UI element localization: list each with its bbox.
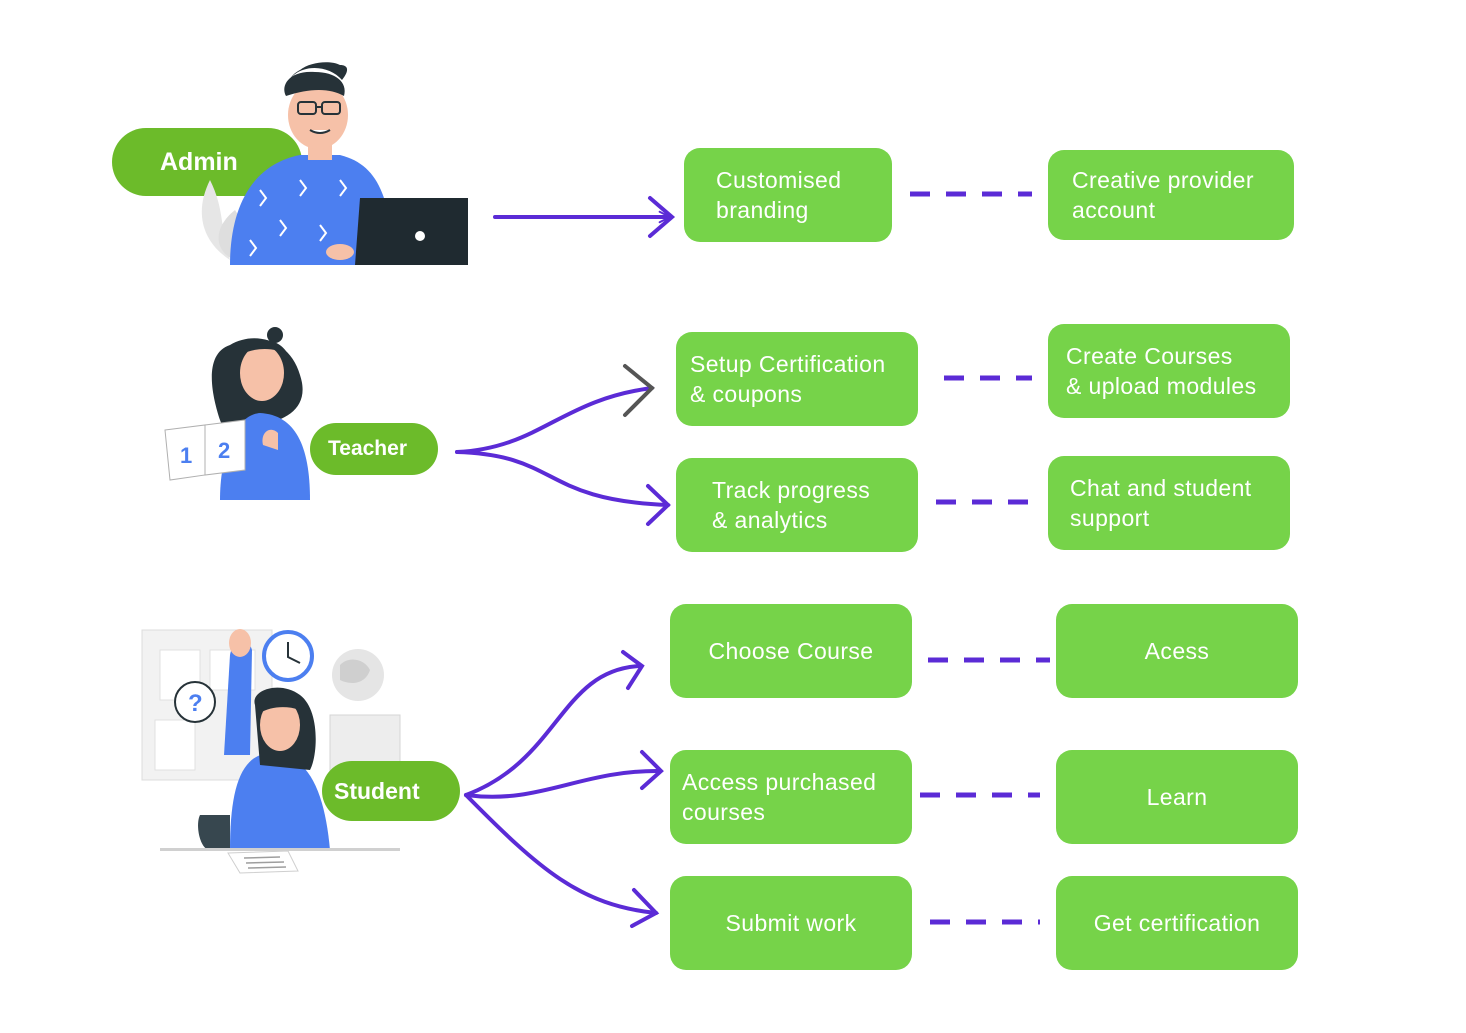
admin-role-label: Admin: [160, 147, 238, 176]
teacher-step-2-action-label: Track progress & analytics: [712, 477, 871, 533]
student-step-1-action-box: Choose Course: [670, 604, 912, 698]
question-mark-text: ?: [188, 690, 203, 717]
admin-step-action-label: Customised branding: [716, 167, 842, 223]
arrow-head-teacher-certification: [623, 364, 655, 417]
arrow-head-student-submit: [630, 888, 660, 928]
question-mark-icon: [174, 681, 216, 723]
arrow-head-student-choose: [621, 650, 645, 690]
arrow-head-student-access: [640, 750, 664, 790]
admin-step-result-label: Creative provider account: [1072, 167, 1254, 223]
arrow-head-teacher-progress: [646, 484, 671, 526]
teacher-with-book-icon: 1 2: [164, 327, 310, 500]
arrow-student-to-choose-course: [464, 664, 642, 797]
arrow-head-admin: [648, 196, 676, 238]
arrow-teacher-to-progress: [455, 450, 670, 507]
student-step-3-result-label: Get certification: [1093, 910, 1261, 936]
student-raising-hand-icon: ?: [141, 629, 401, 874]
book-number-1: 1: [180, 443, 192, 468]
student-role-label: Student: [334, 777, 420, 804]
admin-step-result-box: Creative provider account: [1048, 150, 1294, 240]
student-step-2-action-box: Access purchased courses: [670, 750, 912, 844]
student-step-1-result-label: Acess: [1144, 638, 1210, 664]
arrow-student-to-submit: [464, 793, 658, 915]
teacher-step-1-result-box: Create Courses & upload modules: [1048, 324, 1290, 418]
teacher-role-pill: Teacher: [310, 423, 438, 475]
student-step-3-result-box: Get certification: [1056, 876, 1298, 970]
student-step-1-action-label: Choose Course: [708, 638, 874, 664]
teacher-step-1-action-label: Setup Certification & coupons: [690, 351, 886, 407]
person-with-laptop-icon: [201, 62, 468, 265]
book-number-2: 2: [218, 438, 230, 463]
student-step-3-action-box: Submit work: [670, 876, 912, 970]
teacher-step-1-result-label: Create Courses & upload modules: [1066, 343, 1257, 399]
teacher-step-1-action-box: Setup Certification & coupons: [676, 332, 918, 426]
student-role-pill: Student: [322, 761, 460, 821]
admin-step-action-box: Customised branding: [684, 148, 892, 242]
teacher-step-2-result-label: Chat and student support: [1070, 475, 1252, 531]
arrow-student-to-access: [464, 768, 662, 799]
teacher-step-2-result-box: Chat and student support: [1048, 456, 1290, 550]
teacher-step-2-action-box: Track progress & analytics: [676, 458, 918, 552]
arrow-teacher-to-certification: [455, 386, 654, 454]
clock-icon: [262, 630, 314, 682]
student-step-3-action-label: Submit work: [725, 910, 857, 936]
student-step-1-result-box: Acess: [1056, 604, 1298, 698]
student-step-2-result-label: Learn: [1146, 784, 1208, 810]
student-step-2-result-box: Learn: [1056, 750, 1298, 844]
teacher-role-label: Teacher: [328, 437, 407, 460]
student-step-2-action-label: Access purchased courses: [682, 769, 877, 825]
